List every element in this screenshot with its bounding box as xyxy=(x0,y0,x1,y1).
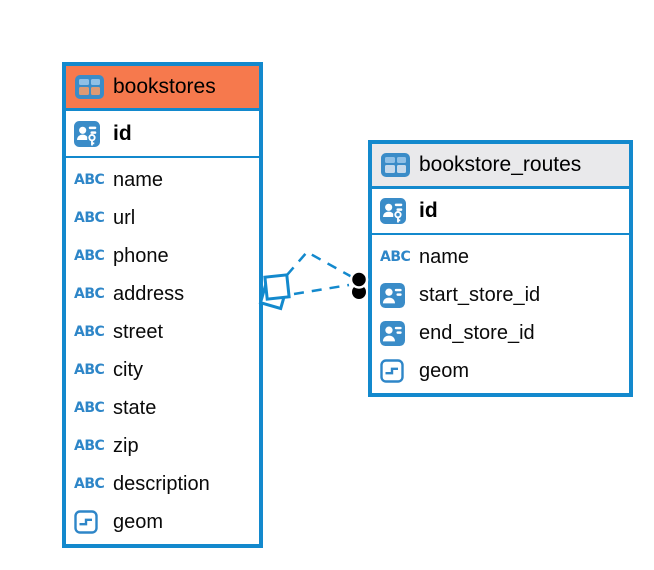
primary-key-label: id xyxy=(419,199,438,222)
column-row-start-store-id[interactable]: start_store_id xyxy=(372,276,629,314)
table-header[interactable]: bookstore_routes xyxy=(372,144,629,189)
text-type-icon: ABC xyxy=(74,286,105,302)
geometry-type-icon xyxy=(74,510,104,534)
many-cardinality-squares-icon[interactable] xyxy=(258,273,291,311)
relationship-line-upper[interactable] xyxy=(286,250,353,279)
foreign-key-reference-icon xyxy=(380,282,410,308)
text-type-icon: ABC xyxy=(74,476,105,492)
column-row-geom[interactable]: geom xyxy=(66,503,259,541)
text-type-icon: ABC xyxy=(380,249,411,265)
primary-key-label: id xyxy=(113,121,132,145)
primary-key-icon xyxy=(380,198,410,224)
column-row-address[interactable]: ABC address xyxy=(66,275,259,313)
entity-table-bookstores[interactable]: bookstores id ABC name xyxy=(62,62,263,548)
column-label: address xyxy=(113,282,185,305)
column-row-city[interactable]: ABC city xyxy=(66,351,259,389)
column-label: description xyxy=(113,472,210,495)
column-list: ABC name start_store_id xyxy=(372,235,629,393)
text-type-icon: ABC xyxy=(74,248,105,264)
column-label: street xyxy=(113,320,164,343)
column-label: name xyxy=(113,168,164,191)
foreign-key-reference-icon xyxy=(380,320,410,346)
table-icon xyxy=(381,153,410,177)
column-row-id[interactable]: id xyxy=(66,111,259,158)
column-row-geom[interactable]: geom xyxy=(372,352,629,390)
entity-table-bookstore-routes[interactable]: bookstore_routes id ABC name xyxy=(368,140,633,397)
column-row-zip[interactable]: ABC zip xyxy=(66,427,259,465)
column-label: name xyxy=(419,245,470,268)
column-label: state xyxy=(113,396,157,419)
table-header[interactable]: bookstores xyxy=(66,66,259,111)
text-type-icon: ABC xyxy=(74,400,105,416)
column-row-street[interactable]: ABC street xyxy=(66,313,259,351)
column-row-description[interactable]: ABC description xyxy=(66,465,259,503)
relationship-line-lower[interactable] xyxy=(293,283,350,296)
column-row-name[interactable]: ABC name xyxy=(372,238,629,276)
column-row-id[interactable]: id xyxy=(372,189,629,235)
text-type-icon: ABC xyxy=(74,172,105,188)
column-label: url xyxy=(113,206,136,229)
table-title: bookstores xyxy=(113,75,216,98)
geometry-type-icon xyxy=(380,359,410,383)
one-cardinality-dot-icons[interactable] xyxy=(349,270,369,300)
column-list: ABC name ABC url ABC phone ABC address A… xyxy=(66,158,259,544)
column-label: end_store_id xyxy=(419,321,535,344)
text-type-icon: ABC xyxy=(74,362,105,378)
column-row-phone[interactable]: ABC phone xyxy=(66,237,259,275)
column-label: start_store_id xyxy=(419,283,541,306)
table-title: bookstore_routes xyxy=(419,153,582,176)
column-row-url[interactable]: ABC url xyxy=(66,199,259,237)
column-row-state[interactable]: ABC state xyxy=(66,389,259,427)
column-label: geom xyxy=(419,359,470,382)
column-row-name[interactable]: ABC name xyxy=(66,161,259,199)
text-type-icon: ABC xyxy=(74,438,105,454)
text-type-icon: ABC xyxy=(74,210,105,226)
column-label: phone xyxy=(113,244,169,267)
text-type-icon: ABC xyxy=(74,324,105,340)
table-icon xyxy=(75,75,104,99)
primary-key-icon xyxy=(74,120,104,147)
column-label: zip xyxy=(113,434,139,457)
column-label: geom xyxy=(113,510,164,533)
column-row-end-store-id[interactable]: end_store_id xyxy=(372,314,629,352)
column-label: city xyxy=(113,358,143,381)
